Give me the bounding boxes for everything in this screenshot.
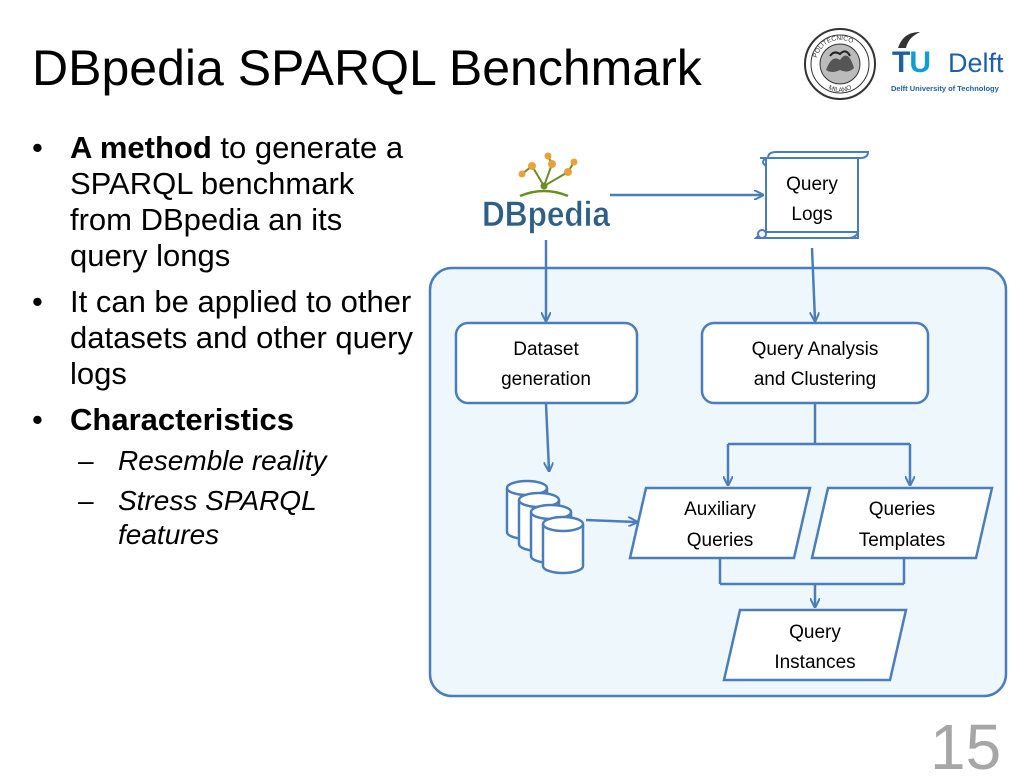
slide-title: DBpedia SPARQL Benchmark — [32, 40, 702, 96]
tudelft-name: Delft — [948, 48, 1004, 78]
diagram-connectors — [546, 195, 910, 606]
auxiliary-queries-node: Auxiliary Queries — [628, 486, 812, 560]
tudelft-flame-icon — [898, 32, 920, 48]
query-analysis-label-2: and Clustering — [754, 369, 877, 390]
tudelft-mark: TU — [892, 46, 931, 79]
query-logs-label-1: Query — [786, 174, 838, 195]
page-number: 15 — [930, 711, 1002, 783]
dbpedia-nodes — [518, 152, 578, 190]
query-analysis-node: Query Analysis and Clustering — [700, 321, 930, 405]
query-logs-label-2: Logs — [791, 204, 832, 225]
sub-bullet-stress: –Stress SPARQL features — [78, 485, 317, 550]
query-instances-label-1: Query — [789, 622, 841, 643]
queries-templates-node: Queries Templates — [810, 486, 994, 560]
dbpedia-logo-text: DBpedia — [482, 195, 610, 234]
tudelft-subtitle: Delft University of Technology — [891, 84, 999, 93]
bullet-list: A method to generate a SPARQL benchmark … — [30, 130, 420, 558]
auxiliary-queries-label-2: Queries — [687, 530, 754, 551]
sub-bullet-resemble: –Resemble reality — [78, 445, 327, 476]
bullet-item-method: A method to generate a SPARQL benchmark … — [30, 130, 420, 274]
query-instances-label-2: Instances — [774, 652, 855, 673]
dataset-generation-label-1: Dataset — [513, 339, 579, 360]
arrow-dataset-generation-to-database — [546, 403, 549, 470]
queries-templates-label-1: Queries — [869, 499, 936, 520]
query-logs-node: Query Logs — [753, 151, 870, 239]
query-analysis-label-1: Query Analysis — [752, 339, 879, 360]
polimi-seal-logo: POLITECNICO MILANO — [804, 28, 876, 100]
database-cylinder-4 — [541, 515, 585, 575]
queries-templates-label-2: Templates — [859, 530, 946, 551]
bullet-item-characteristics: Characteristics — [30, 402, 420, 438]
arrow-query-logs-to-analysis — [812, 247, 815, 320]
dbpedia-logo: DBpedia — [482, 152, 611, 234]
svg-text:MILANO: MILANO — [827, 84, 853, 94]
dataset-generation-node: Dataset generation — [454, 321, 639, 405]
bullet-item-applied: It can be applied to other datasets and … — [30, 284, 420, 392]
query-instances-node: Query Instances — [722, 608, 908, 682]
database-stack-icon — [505, 479, 585, 575]
polimi-seal-bottom-text: MILANO — [827, 84, 853, 94]
tudelft-logo: TU Delft Delft University of Technology — [888, 26, 1008, 98]
auxiliary-queries-label-1: Auxiliary — [684, 499, 756, 520]
dataset-generation-label-2: generation — [501, 369, 591, 390]
arrow-database-to-auxiliary — [585, 520, 636, 522]
